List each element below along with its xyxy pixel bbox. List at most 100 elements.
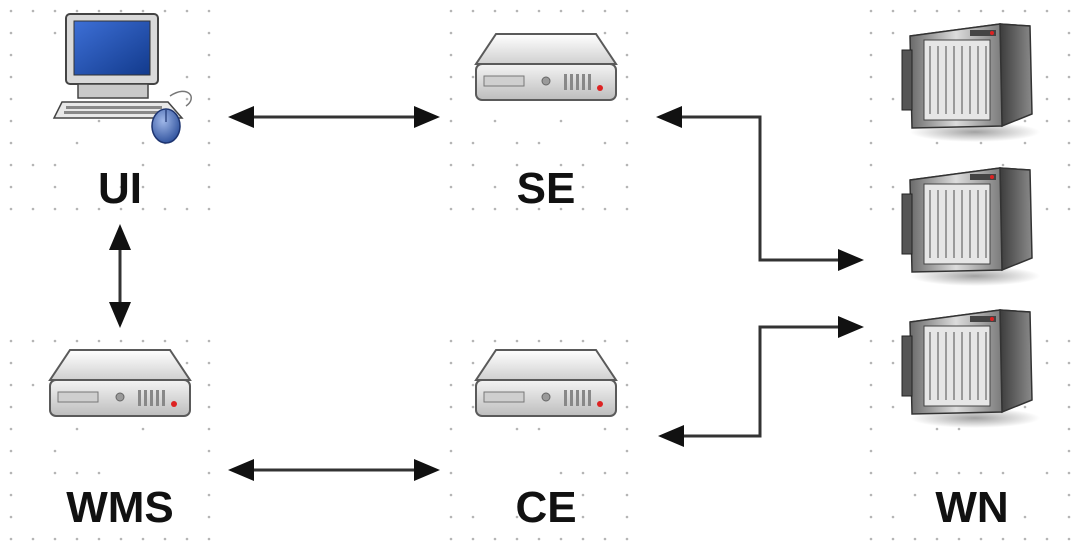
grid-dot: [10, 450, 13, 453]
rack-server-icon: [50, 350, 190, 416]
grid-dot: [1002, 538, 1005, 541]
grid-dot: [626, 142, 629, 145]
grid-dot: [494, 10, 497, 13]
grid-dot: [472, 384, 475, 387]
node-wms: WMS: [50, 350, 190, 532]
grid-dot: [208, 472, 211, 475]
grid-dot: [870, 164, 873, 167]
grid-dot: [914, 494, 917, 497]
grid-dot: [1046, 120, 1049, 123]
grid-dot: [1002, 472, 1005, 475]
grid-dot: [208, 76, 211, 79]
grid-dot: [208, 406, 211, 409]
grid-dot: [450, 406, 453, 409]
grid-dot: [1046, 340, 1049, 343]
grid-dot: [208, 10, 211, 13]
grid-dot: [626, 208, 629, 211]
grid-dot: [1068, 208, 1071, 211]
grid-dot: [870, 538, 873, 541]
grid-dot: [560, 340, 563, 343]
grid-dot: [604, 472, 607, 475]
grid-dot: [10, 428, 13, 431]
grid-dot: [164, 208, 167, 211]
grid-dot: [472, 164, 475, 167]
grid-dot: [604, 142, 607, 145]
grid-dot: [450, 494, 453, 497]
grid-dot: [494, 186, 497, 189]
grid-dot: [76, 538, 79, 541]
grid-dot: [958, 10, 961, 13]
grid-dot: [604, 538, 607, 541]
grid-dot: [142, 164, 145, 167]
grid-dot: [450, 450, 453, 453]
grid-dot: [98, 340, 101, 343]
grid-dot: [1046, 76, 1049, 79]
grid-dot: [516, 340, 519, 343]
grid-dot: [186, 340, 189, 343]
grid-dot: [870, 362, 873, 365]
grid-dot: [980, 142, 983, 145]
grid-dot: [1068, 186, 1071, 189]
grid-dot: [582, 340, 585, 343]
grid-dot: [10, 98, 13, 101]
grid-dot: [450, 142, 453, 145]
grid-dot: [186, 10, 189, 13]
grid-dot: [892, 98, 895, 101]
arrow-wms-ce: [228, 459, 440, 481]
grid-dot: [32, 538, 35, 541]
grid-dot: [936, 428, 939, 431]
grid-dot: [494, 120, 497, 123]
arrow-ce-wn: [658, 316, 864, 447]
grid-dot: [450, 538, 453, 541]
node-ui: UI: [54, 14, 191, 213]
grid-dot: [1068, 340, 1071, 343]
grid-dot: [10, 384, 13, 387]
grid-dot: [142, 10, 145, 13]
grid-dot: [958, 538, 961, 541]
grid-dot: [1024, 142, 1027, 145]
grid-dot: [120, 10, 123, 13]
grid-dot: [914, 538, 917, 541]
grid-dot: [604, 428, 607, 431]
grid-dot: [892, 538, 895, 541]
grid-dot: [208, 428, 211, 431]
grid-dot: [892, 340, 895, 343]
grid-dot: [54, 164, 57, 167]
grid-dot: [560, 120, 563, 123]
grid-dot: [142, 186, 145, 189]
grid-dot: [626, 76, 629, 79]
grid-dot: [626, 340, 629, 343]
grid-dot: [450, 516, 453, 519]
grid-dot: [208, 32, 211, 35]
grid-dot: [626, 494, 629, 497]
grid-dot: [164, 340, 167, 343]
grid-dot: [892, 362, 895, 365]
grid-dot: [10, 340, 13, 343]
tower-server-icon: [902, 168, 1040, 286]
grid-dot: [892, 208, 895, 211]
grid-dot: [54, 340, 57, 343]
grid-dot: [186, 98, 189, 101]
grid-dot: [450, 384, 453, 387]
grid-dot: [560, 10, 563, 13]
rack-server-icon: [476, 34, 616, 100]
grid-dot: [472, 406, 475, 409]
grid-dot: [186, 538, 189, 541]
node-se: SE: [476, 34, 616, 213]
grid-dot: [1068, 428, 1071, 431]
grid-dot: [870, 406, 873, 409]
grid-dot: [472, 362, 475, 365]
grid-dot: [208, 164, 211, 167]
grid-dot: [32, 10, 35, 13]
grid-dot: [494, 538, 497, 541]
grid-dot: [10, 472, 13, 475]
grid-dot: [208, 120, 211, 123]
grid-dot: [472, 538, 475, 541]
grid-dot: [54, 186, 57, 189]
grid-dot: [538, 538, 541, 541]
grid-dot: [870, 186, 873, 189]
grid-dot: [10, 10, 13, 13]
grid-dot: [626, 472, 629, 475]
grid-dot: [914, 472, 917, 475]
grid-dot: [914, 10, 917, 13]
